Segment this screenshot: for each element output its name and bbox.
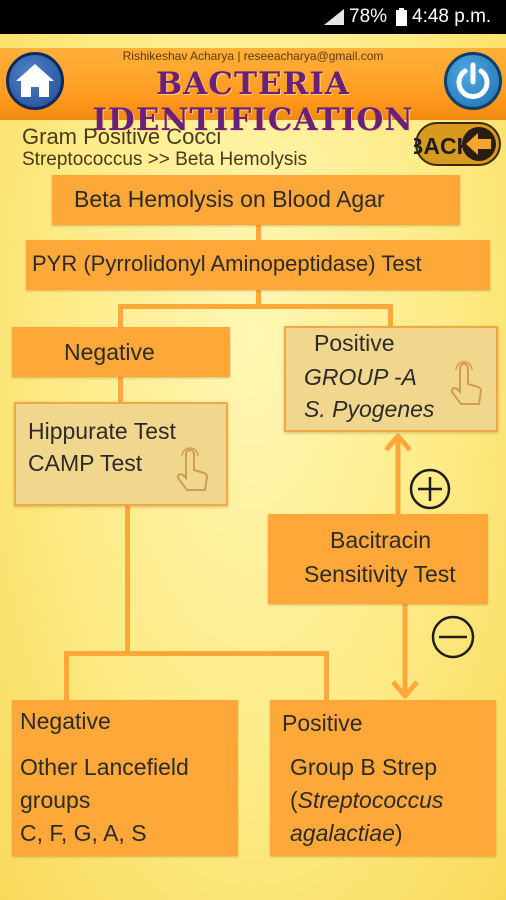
breadcrumb-path: Streptococcus >> Beta Hemolysis: [22, 149, 308, 170]
power-icon: [456, 62, 490, 99]
arrow-up: [384, 433, 412, 516]
connector: [125, 506, 130, 656]
group-letters-label: C, F, G, A, S: [20, 820, 147, 846]
clock: 4:48 p.m.: [412, 6, 492, 27]
breadcrumb: Gram Positive Cocci Streptococcus >> Bet…: [0, 120, 506, 172]
tap-hand-icon: [176, 447, 208, 491]
arrow-down: [391, 604, 419, 699]
other-lancefield-label: Other Lancefield: [20, 754, 189, 780]
connector: [118, 304, 393, 309]
group-b-strep-label: Group B Strep: [290, 754, 438, 780]
root-box: Beta Hemolysis on Blood Agar: [52, 175, 460, 225]
connector: [118, 304, 123, 328]
hippurate-label: Hippurate Test: [28, 418, 176, 444]
connector: [64, 651, 69, 701]
back-button-graphic: BACK: [407, 122, 501, 166]
breadcrumb-category: Gram Positive Cocci: [22, 124, 222, 149]
species-line-1: (Streptococcus: [290, 787, 443, 814]
back-button[interactable]: BACK: [407, 120, 502, 168]
pyr-test-label: PYR (Pyrrolidonyl Aminopeptidase) Test: [32, 251, 422, 276]
connector: [256, 224, 261, 240]
back-arrow-icon: [462, 127, 496, 161]
s-pyogenes-label: S. Pyogenes: [304, 396, 435, 422]
root-label: Beta Hemolysis on Blood Agar: [74, 186, 385, 212]
species-line-2: agalactiae): [290, 820, 403, 847]
plus-symbol: +: [408, 467, 409, 468]
app-header: Rishikeshav Acharya | reseeacharya@gmail…: [0, 48, 506, 138]
open-paren: (: [290, 787, 298, 813]
sensitivity-test-label: Sensitivity Test: [304, 561, 456, 587]
plus-circle-icon: +: [408, 467, 451, 510]
app-screen: Rishikeshav Acharya | reseeacharya@gmail…: [0, 34, 506, 900]
final-negative-label: Negative: [20, 708, 111, 734]
power-button[interactable]: [444, 52, 502, 110]
camp-label: CAMP Test: [28, 450, 143, 476]
connector: [256, 290, 261, 308]
group-a-label: GROUP -A: [304, 364, 417, 390]
agalactiae-label: agalactiae: [290, 820, 395, 846]
pyr-negative-label: Negative: [64, 339, 155, 365]
minus-symbol: −: [430, 614, 431, 615]
connector: [324, 651, 329, 701]
connector: [388, 304, 393, 328]
pyr-negative-box: Negative: [12, 327, 230, 377]
app-title: BACTERIA IDENTIFICATION: [92, 66, 414, 138]
hippurate-camp-button[interactable]: Hippurate Test CAMP Test: [14, 402, 228, 506]
battery-icon: [396, 8, 407, 26]
connector: [64, 651, 329, 656]
tap-hand-icon: [450, 361, 482, 405]
home-button[interactable]: [6, 52, 64, 110]
bacitracin-box: Bacitracin Sensitivity Test: [268, 514, 488, 604]
status-bar: 78% 4:48 p.m.: [0, 0, 506, 34]
pyr-test-box: PYR (Pyrrolidonyl Aminopeptidase) Test: [26, 240, 490, 290]
pyr-positive-group-a-button[interactable]: Positive GROUP -A S. Pyogenes: [284, 326, 498, 432]
final-negative-box: Negative Other Lancefield groups C, F, G…: [12, 700, 238, 856]
close-paren: ): [394, 820, 403, 846]
bacitracin-label: Bacitracin: [330, 527, 431, 553]
streptococcus-label: Streptococcus: [297, 787, 444, 813]
final-positive-box: Positive Group B Strep (Streptococcus ag…: [270, 700, 496, 856]
home-icon: [16, 64, 54, 97]
connector: [118, 376, 123, 402]
minus-circle-icon: −: [430, 614, 475, 659]
final-positive-label: Positive: [282, 710, 363, 736]
battery-percent: 78%: [349, 6, 388, 27]
pyr-positive-label: Positive: [314, 330, 395, 356]
author-credit: Rishikeshav Acharya | reseeacharya@gmail…: [122, 49, 384, 63]
signal-icon: [324, 9, 344, 25]
groups-label: groups: [20, 787, 91, 813]
